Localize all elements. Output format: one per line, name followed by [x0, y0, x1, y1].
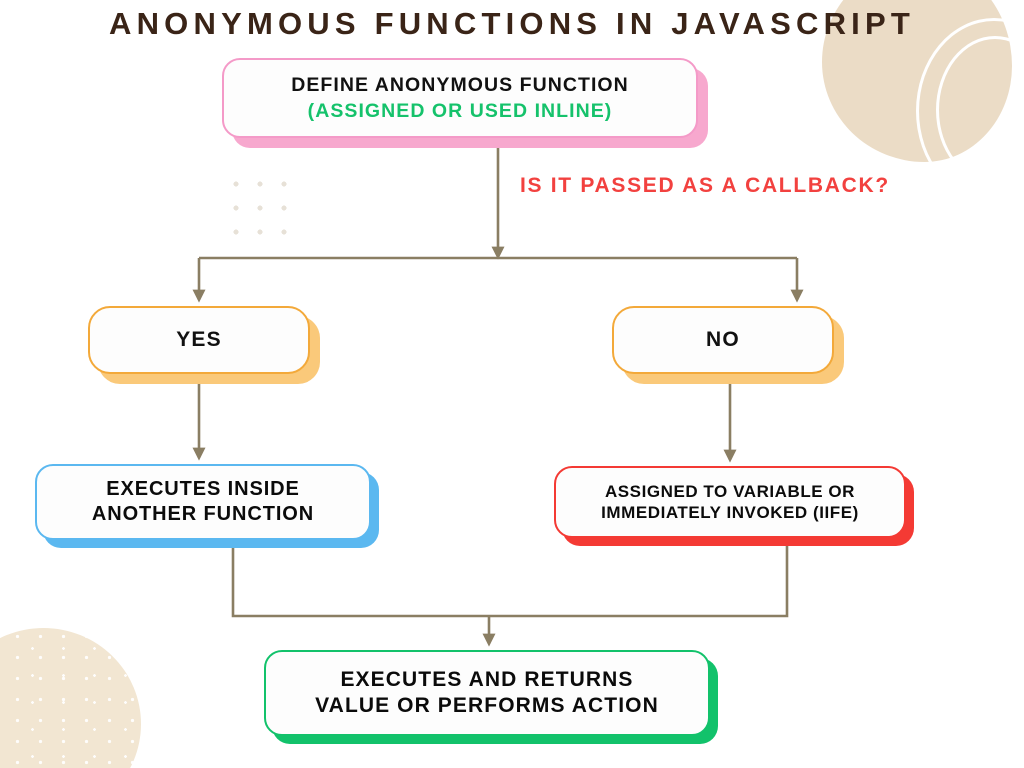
edge-label-callback-question: IS IT PASSED AS A CALLBACK?: [520, 174, 890, 197]
node-yes-label: YES: [176, 327, 222, 351]
node-executes-inside-another-function[interactable]: EXECUTES INSIDE ANOTHER FUNCTION: [35, 464, 371, 540]
node-assigned-line2: IMMEDIATELY INVOKED (IIFE): [601, 503, 859, 522]
node-executes-inside-line1: EXECUTES INSIDE: [106, 478, 300, 501]
node-assigned-to-variable-or-iife[interactable]: ASSIGNED TO VARIABLE OR IMMEDIATELY INVO…: [554, 466, 906, 538]
node-yes[interactable]: YES: [88, 306, 310, 374]
node-result-line2: VALUE OR PERFORMS ACTION: [315, 694, 659, 717]
node-define-line1: DEFINE ANONYMOUS FUNCTION: [291, 73, 629, 96]
node-no[interactable]: NO: [612, 306, 834, 374]
node-assigned-line1: ASSIGNED TO VARIABLE OR: [604, 481, 856, 501]
node-define-anonymous-function[interactable]: DEFINE ANONYMOUS FUNCTION (ASSIGNED OR U…: [222, 58, 698, 138]
node-executes-inside-line2: ANOTHER FUNCTION: [91, 503, 315, 525]
node-executes-and-returns-value[interactable]: EXECUTES AND RETURNS VALUE OR PERFORMS A…: [264, 650, 710, 736]
page-title: ANONYMOUS FUNCTIONS IN JAVASCRIPT: [109, 6, 915, 41]
node-result-line1: EXECUTES AND RETURNS: [340, 667, 634, 691]
node-define-line2: (ASSIGNED OR USED INLINE): [307, 100, 613, 122]
node-no-label: NO: [706, 327, 740, 351]
